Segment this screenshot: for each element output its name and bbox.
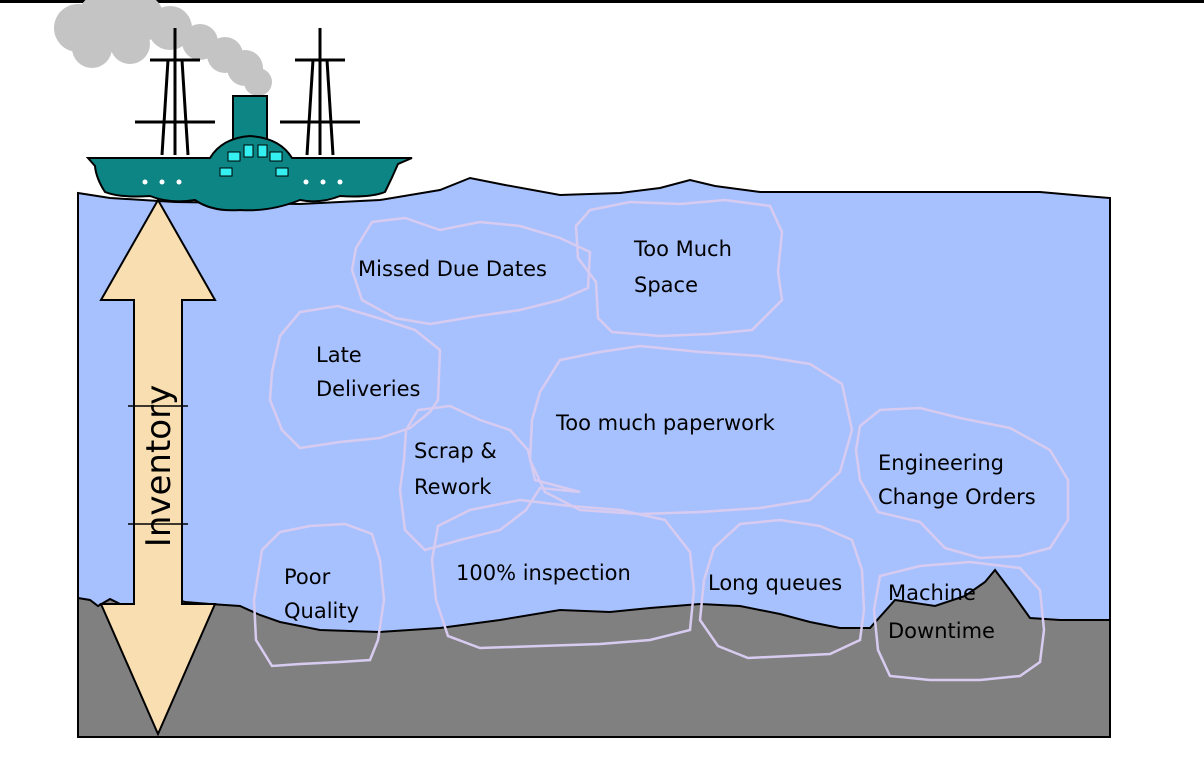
- label-inspection: 100% inspection: [456, 561, 631, 585]
- rock-engineering: [854, 406, 1070, 560]
- rock-long-queues: [698, 518, 866, 660]
- label-line: Long queues: [708, 571, 842, 595]
- label-line: Space: [634, 273, 698, 297]
- water: [77, 176, 1111, 738]
- label-line: Too much paperwork: [555, 411, 776, 435]
- label-line: Too Much: [633, 237, 732, 261]
- rock-too-much-space: [574, 198, 784, 338]
- label-line: Poor: [284, 565, 331, 589]
- rock-machine-downtime: [872, 560, 1046, 682]
- mast-right: [280, 28, 360, 156]
- steamship: [85, 28, 413, 212]
- rock-scrap-rework: [398, 404, 581, 552]
- mast-left: [135, 28, 215, 156]
- label-line: Deliveries: [316, 377, 420, 401]
- rock-poor-quality: [252, 522, 386, 668]
- portholes: [142, 179, 343, 185]
- label-line: Change Orders: [878, 485, 1036, 509]
- rock-inspection: [430, 498, 696, 650]
- label-scrap-rework: Scrap & Rework: [414, 439, 497, 499]
- rock-too-much-paperwork: [528, 344, 854, 516]
- hull: [85, 134, 413, 212]
- label-line: Machine: [888, 581, 976, 605]
- label-line: Quality: [284, 599, 359, 623]
- label-line: Engineering: [878, 451, 1004, 475]
- label-line: Late: [316, 343, 362, 367]
- label-line: Rework: [414, 475, 492, 499]
- problem-rocks: [252, 198, 1070, 682]
- rock-late-deliveries: [268, 304, 442, 450]
- inventory-arrow: Inventory: [99, 197, 217, 737]
- label-line: Downtime: [888, 619, 995, 643]
- label-line: Missed Due Dates: [358, 257, 547, 281]
- rock-missed-due-dates: [350, 216, 592, 326]
- label-long-queues: Long queues: [708, 571, 842, 595]
- label-line: Scrap &: [414, 439, 497, 463]
- smoke-cloud: [54, 0, 272, 96]
- inventory-label: Inventory: [139, 385, 179, 547]
- label-line: 100% inspection: [456, 561, 631, 585]
- paddle-wheel: [219, 144, 289, 177]
- label-too-much-paperwork: Too much paperwork: [555, 411, 776, 435]
- label-missed-due-dates: Missed Due Dates: [358, 257, 547, 281]
